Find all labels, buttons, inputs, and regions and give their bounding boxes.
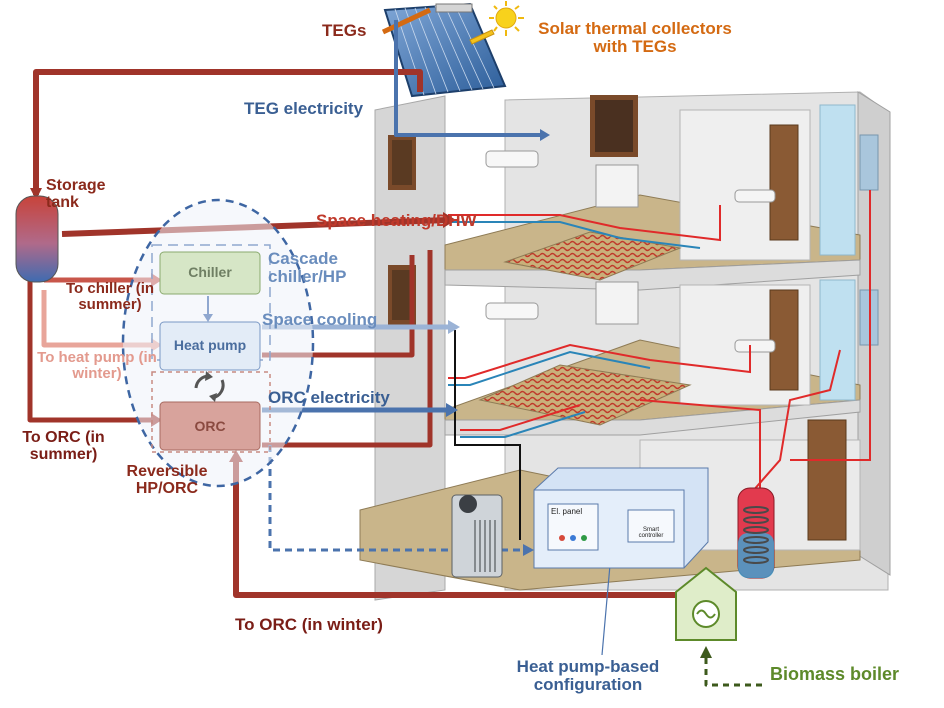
reversible-label: Reversible HP/ORC (126, 463, 208, 497)
el-panel-label: El. panel (551, 507, 583, 516)
dhw-tank (737, 487, 775, 579)
orc-group (151, 371, 271, 453)
cascade-label: Cascade chiller/HP (268, 249, 347, 286)
heat-pump-label: Heat pump (173, 337, 247, 353)
window-icon (388, 95, 638, 325)
chiller-box (159, 251, 261, 295)
reversible-arrows-icon (194, 371, 225, 402)
chiller-label: Chiller (188, 264, 232, 280)
heat-pump-box (159, 321, 261, 371)
to-heat-pump-label: To heat pump (in winter) (37, 349, 157, 382)
to-orc-summer-label: To ORC (in summer) (22, 429, 105, 463)
space-heating-label: Space heating/DHW (316, 211, 477, 230)
teg-electricity-label: TEG electricity (244, 99, 364, 118)
orc-label: ORC (194, 418, 226, 434)
space-cooling-label: Space cooling (262, 310, 378, 329)
to-orc-winter-label: To ORC (in winter) (235, 615, 383, 634)
solar-collector (383, 2, 507, 98)
to-chiller-label: To chiller (in summer) (65, 280, 155, 313)
biomass-boiler-label: Biomass boiler (770, 664, 900, 684)
solar-collector-label: Solar thermal collectors with TEGs (538, 19, 732, 56)
biomass-boiler (675, 566, 737, 641)
orc-electricity-label: ORC electricity (268, 388, 390, 407)
storage-tank-label: Storage tank (46, 177, 106, 211)
tegs-label: TEGs (322, 21, 367, 40)
heat-pump-config-label: Heat pump-based configuration (516, 657, 660, 694)
storage-tank (15, 195, 59, 283)
sun-icon (469, 1, 524, 45)
orc-box (159, 401, 261, 451)
smart-controller-label: Smart controller (638, 527, 664, 540)
building (359, 91, 891, 601)
outdoor-unit (451, 494, 503, 578)
control-cabinet (533, 467, 709, 569)
teg-pointer (381, 7, 432, 35)
